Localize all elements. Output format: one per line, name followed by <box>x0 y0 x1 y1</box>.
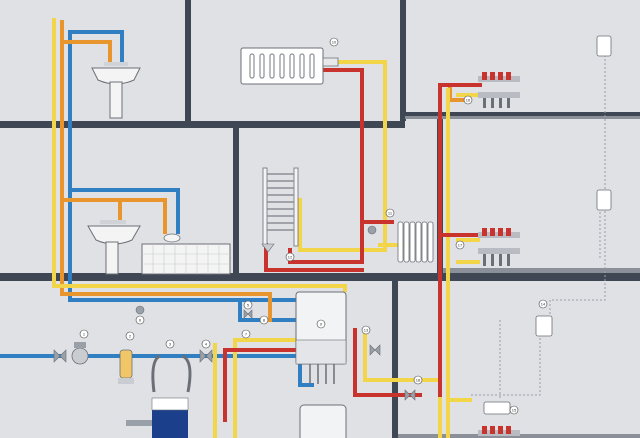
manifold-upper <box>478 72 520 108</box>
callout-number: 5 <box>247 303 250 308</box>
callout-1: 1 <box>79 329 89 339</box>
wall-upper-right <box>400 0 406 121</box>
wall-middle-left <box>233 128 239 273</box>
water-meter <box>71 342 89 365</box>
washbasin-upper <box>91 62 141 119</box>
callout-number: 14 <box>541 302 546 307</box>
manifold-lower <box>478 426 520 436</box>
callout-8: 8 <box>259 315 269 325</box>
callout-17: 17 <box>455 240 465 250</box>
wall-hung-boiler <box>295 291 347 384</box>
callout-number: 8 <box>263 318 266 323</box>
callout-2: 2 <box>125 331 135 341</box>
callout-number: 2 <box>129 334 132 339</box>
panel-radiator <box>240 47 339 85</box>
callout-18: 18 <box>413 375 423 385</box>
callout-14: 14 <box>538 299 548 309</box>
cold-water-pipes <box>0 30 314 387</box>
callout-15: 15 <box>509 405 519 415</box>
washbasin-lower <box>87 220 141 275</box>
callout-number: 6 <box>139 318 142 323</box>
bathtub <box>141 233 231 275</box>
floor-slab-upper-right <box>405 112 640 116</box>
hot-water-pipes <box>60 20 472 322</box>
callout-number: 13 <box>364 328 369 333</box>
hot-water-cylinder <box>299 404 347 438</box>
callout-11: 11 <box>385 208 395 218</box>
wall-lower <box>392 281 398 438</box>
callout-number: 1 <box>83 332 86 337</box>
thermostat-lower <box>535 315 553 337</box>
callout-number: 15 <box>512 408 517 413</box>
callout-number: 4 <box>205 342 208 347</box>
filter <box>118 349 134 384</box>
callout-7: 7 <box>241 329 251 339</box>
callout-number: 17 <box>458 243 463 248</box>
thermostat-floor <box>483 401 511 415</box>
water-softener <box>126 354 192 438</box>
callout-5: 5 <box>243 300 253 310</box>
column-radiator <box>397 221 434 263</box>
callout-3: 3 <box>165 339 175 349</box>
callout-4: 4 <box>201 339 211 349</box>
callout-number: 9 <box>320 322 323 327</box>
callout-10: 10 <box>329 37 339 47</box>
callout-number: 7 <box>245 332 248 337</box>
floor-slab-upper <box>0 121 405 128</box>
floor-slab-lower <box>0 273 640 281</box>
callout-number: 16 <box>466 98 471 103</box>
callout-number: 10 <box>332 40 337 45</box>
thermostat-middle <box>596 189 612 211</box>
callout-number: 11 <box>388 211 393 216</box>
callout-9: 9 <box>316 319 326 329</box>
sensor-wires <box>470 55 606 400</box>
callout-number: 3 <box>169 342 172 347</box>
callout-number: 12 <box>288 255 293 260</box>
callout-number: 18 <box>416 378 421 383</box>
callout-16: 16 <box>463 95 473 105</box>
callout-6: 6 <box>135 315 145 325</box>
valves <box>53 225 416 401</box>
thermostat-upper <box>596 35 612 57</box>
towel-radiator <box>261 167 299 253</box>
callout-13: 13 <box>361 325 371 335</box>
callout-12: 12 <box>285 252 295 262</box>
wall-upper-left <box>185 0 191 121</box>
manifold-middle <box>478 228 520 266</box>
heating-return-pipes <box>52 18 480 438</box>
